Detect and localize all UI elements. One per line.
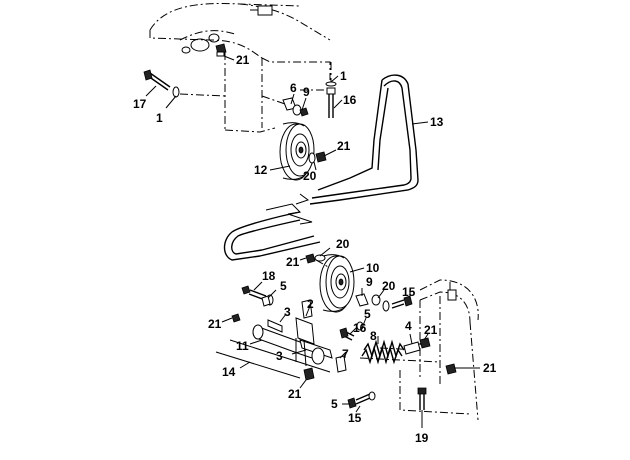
callout-7: 7 [342, 347, 349, 361]
eyebolt-4-nut-21 [403, 337, 431, 355]
callout-21-far: 21 [483, 361, 497, 375]
callout-14: 14 [222, 365, 236, 379]
callout-4: 4 [405, 319, 412, 333]
callout-17: 17 [133, 97, 147, 111]
callout-3-top: 3 [284, 305, 291, 319]
callout-9-low: 9 [366, 275, 373, 289]
callout-21-low: 21 [286, 255, 300, 269]
callout-21-left: 21 [208, 317, 222, 331]
callout-6: 6 [290, 81, 297, 95]
bolt-16-lower [339, 327, 355, 341]
callout-2: 2 [307, 297, 314, 311]
callout-5-top: 5 [280, 279, 287, 293]
part-7-nut-21-bottom [215, 339, 347, 381]
callout-3-low: 3 [276, 349, 283, 363]
callout-15-top: 15 [402, 285, 416, 299]
callout-21-bottom: 21 [288, 387, 302, 401]
bolt-18-assembly [241, 285, 274, 307]
washer-20-nut-21-mid [308, 151, 327, 164]
idler-arm-assembly [252, 299, 333, 367]
bolt-19 [417, 387, 427, 410]
callout-19: 19 [415, 431, 429, 445]
callout-9-top: 9 [303, 85, 310, 99]
nut-21-left [231, 313, 241, 323]
bolt-15-top [382, 295, 413, 312]
callout-21-mid: 21 [337, 139, 351, 153]
callout-20-low: 20 [336, 237, 350, 251]
callout-13: 13 [430, 115, 444, 129]
callout-15-bottom: 15 [348, 411, 362, 425]
callout-5-bottom: 5 [331, 397, 338, 411]
leader-lines [145, 55, 480, 428]
spacer-9-washer-20-right [355, 293, 381, 307]
nut-21-top [215, 43, 227, 57]
callout-labels: 21 1 17 1 6 9 16 13 21 12 20 20 21 10 9 … [133, 53, 497, 445]
nut-21-far-right [445, 363, 457, 375]
callout-21-top: 21 [236, 53, 250, 67]
drive-belt-13 [223, 74, 419, 261]
nut-21-washer-20-low [305, 253, 331, 269]
callout-16-low: 16 [353, 321, 367, 335]
callout-8: 8 [370, 329, 377, 343]
callout-18: 18 [262, 269, 276, 283]
callout-16-top: 16 [343, 93, 357, 107]
bolt-15-bottom [347, 391, 376, 409]
callout-1-top: 1 [340, 69, 347, 83]
callout-20-mid: 20 [303, 169, 317, 183]
callout-5-mid: 5 [364, 307, 371, 321]
spring-8 [361, 339, 405, 365]
spacer-6-nut-9 [261, 95, 309, 117]
callout-1-left: 1 [156, 111, 163, 125]
callout-10: 10 [366, 261, 380, 275]
bolt-17-assembly [143, 69, 226, 98]
callout-21-spring: 21 [424, 323, 438, 337]
callout-20-right: 20 [382, 279, 396, 293]
callout-12: 12 [254, 163, 268, 177]
bolt-16-assembly [325, 62, 337, 118]
callout-11: 11 [236, 339, 249, 353]
upper-frame-outline [149, 3, 331, 133]
lower-idler-pulley-10 [319, 254, 355, 313]
